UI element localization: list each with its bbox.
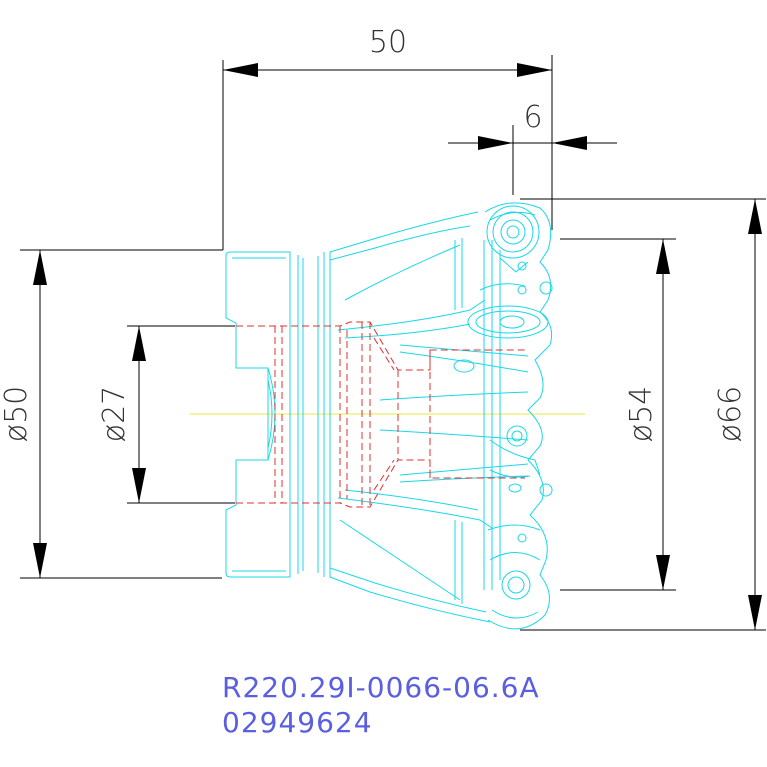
dimension-length: 50: [212, 25, 553, 251]
dimension-insert-diameter: ø54: [560, 238, 676, 591]
part-item-number: 02949624: [222, 706, 373, 739]
dimension-shank-diameter: ø50: [0, 249, 222, 579]
dimension-offset: 6: [448, 100, 617, 195]
cutter-body: [225, 202, 553, 630]
dimension-cutting-diameter: ø66: [520, 198, 766, 631]
part-designation: R220.29I-0066-06.6A: [222, 671, 540, 704]
hidden-lines: [236, 321, 525, 508]
dimension-cutting-diameter-label: ø66: [713, 386, 748, 443]
dimension-length-label: 50: [369, 25, 407, 60]
dimension-offset-label: 6: [523, 100, 542, 135]
dimension-bore-diameter-label: ø27: [97, 386, 132, 443]
dimension-insert-diameter-label: ø54: [624, 386, 659, 443]
dimension-bore-diameter: ø27: [97, 325, 235, 504]
dimension-shank-diameter-label: ø50: [0, 386, 34, 443]
